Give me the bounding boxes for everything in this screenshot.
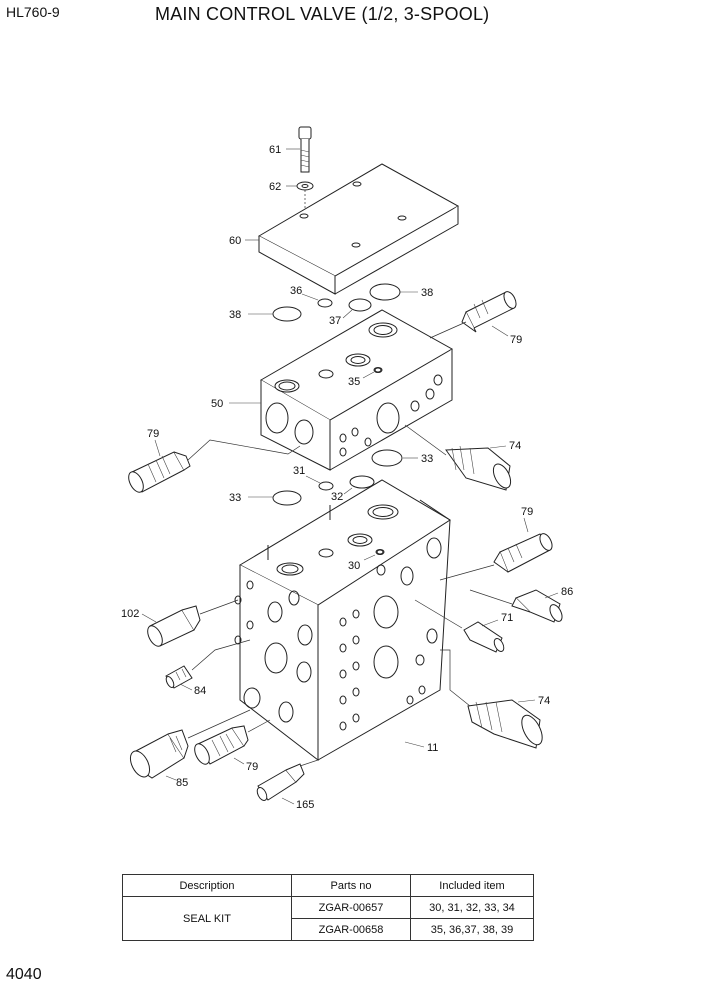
page-title: MAIN CONTROL VALVE (1/2, 3-SPOOL) [155,4,490,24]
table-cell-description: SEAL KIT [122,896,292,941]
column-header: Included item [410,874,534,897]
port-relief-74-lower [467,699,543,749]
plug-71 [463,621,505,653]
o-ring-32 [349,475,375,489]
callout-35: 35 [348,376,360,388]
table-header-row: Description Parts no Included item [122,874,534,897]
callout-38-left: 38 [229,309,241,321]
column-header: Parts no [291,874,411,897]
callout-37: 37 [329,315,341,327]
plug-84 [165,665,193,689]
callout-102: 102 [121,608,139,620]
callout-85: 85 [176,777,188,789]
plug-35 [373,367,383,373]
callout-30: 30 [348,560,360,572]
table-cell-parts-no: ZGAR-00657 [291,896,411,919]
sensor-86 [511,589,563,623]
callout-60: 60 [229,235,241,247]
plug-30 [375,549,385,555]
o-ring-37 [348,298,372,312]
callout-165: 165 [296,799,314,811]
table-cell-included: 30, 31, 32, 33, 34 [410,896,534,919]
callout-38-right: 38 [421,287,433,299]
callout-79-left: 79 [147,428,159,440]
seal-kit-table: Description Parts no Included item SEAL … [122,874,534,941]
callout-71: 71 [501,612,513,624]
callout-36: 36 [290,285,302,297]
relief-valve-79-right [493,533,553,573]
callout-74-lower: 74 [538,695,550,707]
washer-62 [296,181,314,191]
fitting-165 [256,763,305,801]
callout-32: 32 [331,491,343,503]
callout-33-right: 33 [421,453,433,465]
column-header: Description [122,874,292,897]
table-row: ZGAR-00658 35, 36,37, 38, 39 [123,918,534,941]
callout-79-lower: 79 [246,761,258,773]
o-ring-31 [318,481,334,491]
o-ring-36 [317,298,333,308]
o-ring-33-right [371,449,403,467]
callout-50: 50 [211,398,223,410]
bolt-61 [298,126,312,173]
o-ring-38-left [272,306,302,322]
valve-block-50 [260,309,454,471]
port-relief-74-upper [445,445,512,491]
callout-11: 11 [427,742,438,754]
callout-33-left: 33 [229,492,241,504]
callout-61: 61 [269,144,281,156]
relief-valve-79-lower [194,725,249,765]
plug-102 [147,605,201,647]
callout-74-upper: 74 [509,440,521,452]
model-label: HL760-9 [6,4,60,20]
relief-valve-79-left [128,451,191,493]
cover-plate-60 [257,163,460,295]
callout-79-right: 79 [521,506,533,518]
callout-84: 84 [194,685,206,697]
callout-31: 31 [293,465,305,477]
table-row: SEAL KIT ZGAR-00657 30, 31, 32, 33, 34 [122,896,534,941]
callout-62: 62 [269,181,281,193]
main-valve-body-11 [234,479,451,762]
page-number: 4040 [6,966,42,983]
table-cell-included: 35, 36,37, 38, 39 [410,918,534,941]
callout-86: 86 [561,586,573,598]
table-cell-parts-no: ZGAR-00658 [291,918,411,941]
o-ring-38-right [369,283,401,301]
relief-valve-79-upper [461,291,517,333]
o-ring-33-left [272,490,302,506]
relief-valve-85 [129,729,189,779]
callout-79-upper: 79 [510,334,522,346]
